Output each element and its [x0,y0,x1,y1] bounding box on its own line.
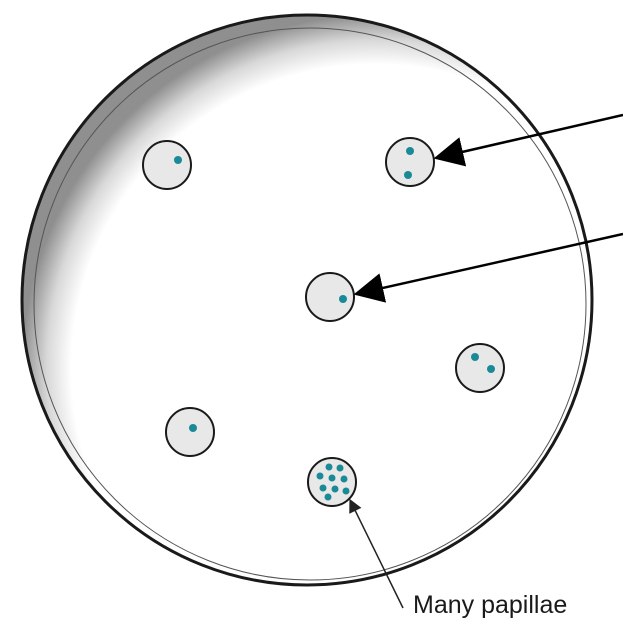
many-papillae-label: Many papillae [413,593,567,618]
papilla-dot [343,488,350,495]
papilla-dot [341,476,348,483]
papilla-dot [339,295,347,303]
colony-bottom-left [166,408,214,456]
papilla-dot [471,353,479,361]
colony-top-right [386,138,434,186]
papilla-dot [320,485,327,492]
papilla-dot [329,475,336,482]
papilla-dot [174,156,182,164]
papilla-dot [337,465,344,472]
colony-top-left [143,141,191,189]
colony-center [306,273,354,321]
colony-bottom-center [308,458,356,506]
papilla-dot [406,147,414,155]
papilla-dot [332,486,339,493]
papilla-dot [317,473,324,480]
papilla-dot [326,464,333,471]
papilla-dot [189,424,197,432]
papilla-dot [487,365,495,373]
papilla-dot [325,494,332,501]
colony-right [456,344,504,392]
papilla-dot [404,171,412,179]
